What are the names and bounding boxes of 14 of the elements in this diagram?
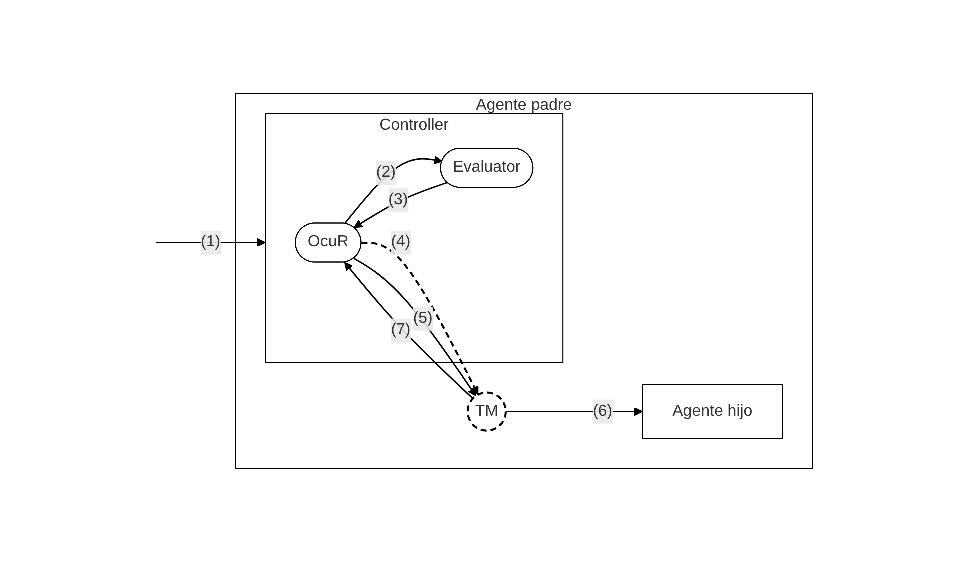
edge-label: (3): [388, 191, 408, 208]
edge-label: (4): [391, 234, 411, 251]
arrow: [354, 182, 448, 228]
arrow: [156, 238, 266, 248]
edge-label: (2): [376, 164, 396, 182]
edge-label: (7): [391, 322, 411, 339]
node-circle: TM: [467, 392, 508, 432]
node-box: Agente hijo: [642, 384, 784, 440]
arrow: [362, 242, 479, 396]
edge-label: (1): [201, 234, 221, 251]
arrow: [506, 408, 644, 416]
edge-label: (5): [413, 310, 434, 328]
edge-label: (6): [593, 402, 613, 420]
arrow: [344, 156, 444, 224]
